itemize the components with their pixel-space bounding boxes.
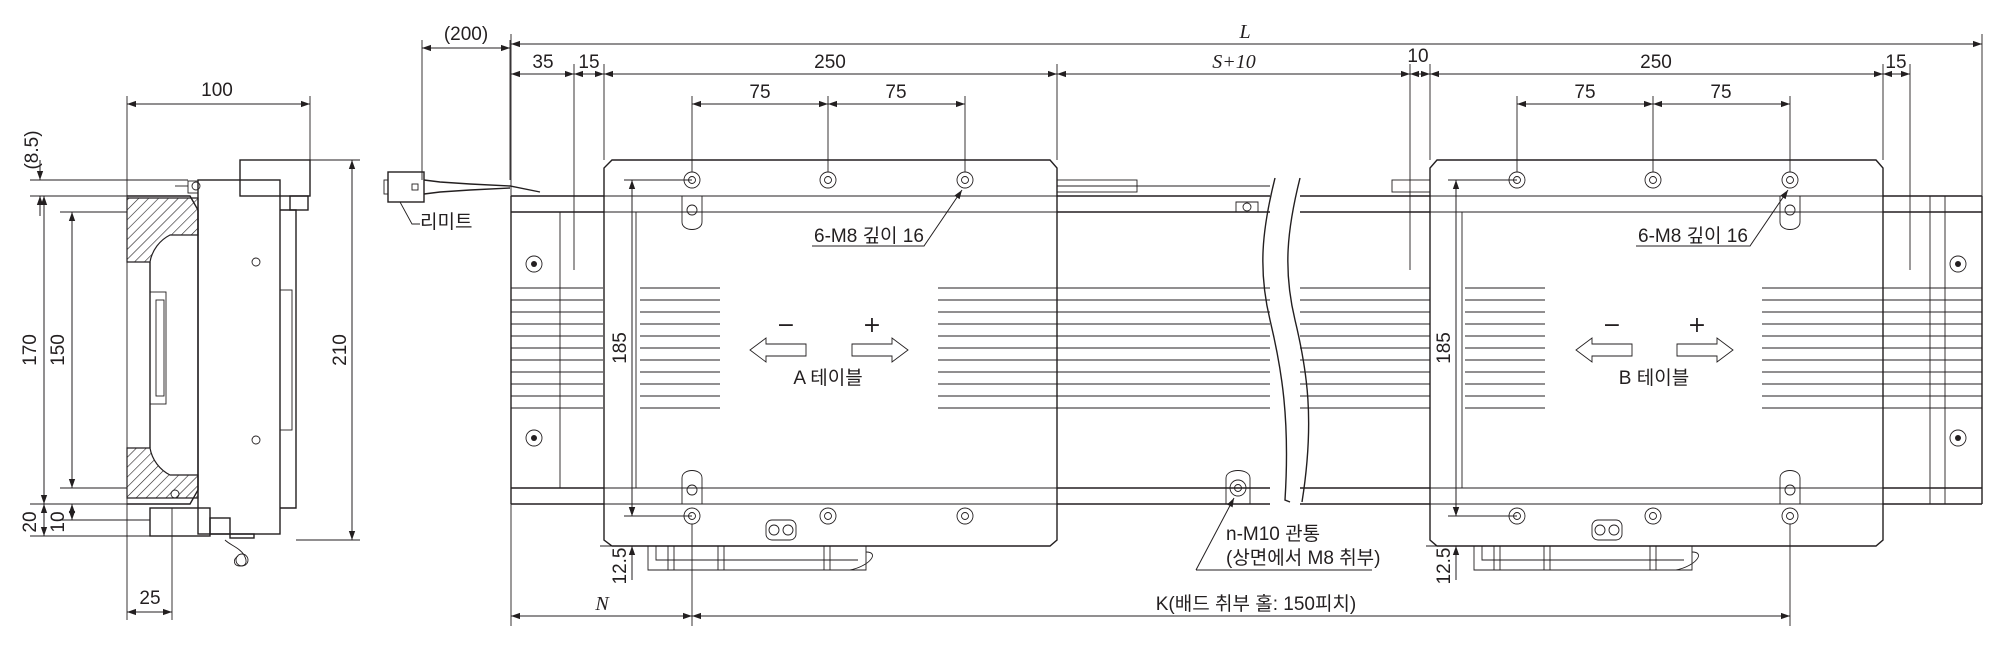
minus-label-b: − [1603,313,1621,338]
mounting-hole [819,507,837,525]
dim-75-b1: 75 [1574,82,1595,103]
side-dim-height: 210 [330,334,351,366]
dim-15-left: 15 [578,52,599,73]
dim-75-a2: 75 [885,82,906,103]
dim-75-b2: 75 [1710,82,1731,103]
side-dim-25: 25 [139,588,160,609]
limit-connector [387,171,425,203]
dim-12-5-a: 12.5 [610,548,631,585]
dim-250-b: 250 [1640,52,1672,73]
side-dim-offset: (8.5) [22,130,43,169]
side-dim-width: 100 [201,80,233,101]
dim-12-5-b: 12.5 [1434,548,1455,585]
plus-direction-arrow [851,337,909,363]
table-b-label: B 테이블 [1619,367,1689,389]
table-b: − + B 테이블 [1429,159,1884,571]
dim-n: N [594,593,610,615]
mounting-hole [1644,507,1662,525]
plus-label-b: + [1688,313,1706,338]
cable-length: (200) [444,24,488,45]
dim-185-a: 185 [610,332,631,364]
side-dim-150: 150 [48,334,69,366]
side-dim-10: 10 [48,511,69,532]
table-a: − + A 테이블 [603,159,1058,571]
dim-stroke: S+10 [1212,51,1256,73]
hole-note-a: 6-M8 깊이 16 [814,225,924,247]
through-note-line2: (상면에서 M8 취부) [1226,547,1381,569]
plus-label-a: + [863,313,881,338]
dim-15-right: 15 [1885,52,1906,73]
side-dim-170: 170 [20,334,41,366]
limit-cable: (200) 리미트 [383,24,541,233]
dim-35: 35 [532,52,553,73]
dim-75-a1: 75 [749,82,770,103]
side-dim-20: 20 [20,511,41,532]
break-line [1287,177,1310,503]
dim-250-a: 250 [814,52,846,73]
rail-section-top [126,197,199,263]
mounting-hole [956,507,974,525]
rail-section-bottom [126,447,199,499]
plus-direction-arrow [1676,337,1734,363]
dim-185-b: 185 [1434,332,1455,364]
dim-10: 10 [1407,46,1428,67]
break-line [1262,177,1291,503]
limit-label: 리미트 [420,211,472,233]
table-a-label: A 테이블 [793,367,862,389]
minus-label-a: − [777,313,795,338]
top-view: − + A 테이블 [510,21,1983,626]
minus-direction-arrow [749,337,807,363]
hole-note-b: 6-M8 깊이 16 [1638,225,1748,247]
through-note-line1: n-M10 관통 [1226,523,1320,545]
dim-k: K(배드 취부 홀: 150피치) [1156,593,1357,615]
dim-overall-length: L [1238,21,1250,43]
side-view: 100 (8.5) 170 150 210 20 10 25 [20,80,360,620]
minus-direction-arrow [1575,337,1633,363]
through-hole [1225,201,1259,504]
